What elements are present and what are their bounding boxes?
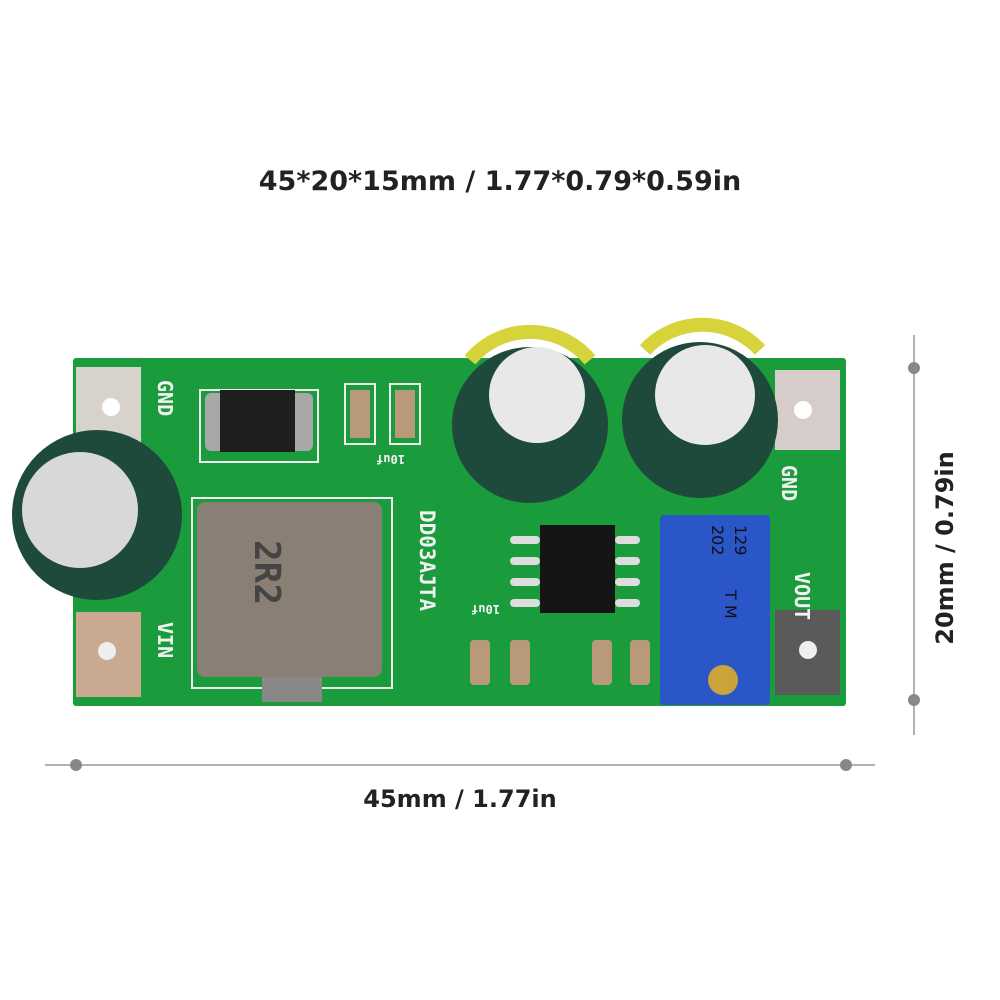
height-dimension-label: 20mm / 0.79in [931, 451, 959, 645]
trimmer-screw [708, 665, 738, 695]
pot-marking-2: 202 [708, 525, 727, 556]
silk-cap-bottom: 10uf [471, 602, 500, 616]
silk-gnd-right: GND [777, 465, 801, 501]
silk-vin: VIN [153, 622, 177, 658]
inductor [197, 502, 382, 677]
height-dimension-line [908, 335, 920, 735]
trimmer-potentiometer [660, 515, 770, 705]
pot-marking-1: 129 [731, 525, 750, 556]
diode [220, 390, 295, 452]
silk-cap-top: 10uf [376, 452, 405, 466]
silk-model: DD03AJTA [415, 510, 439, 612]
pcb-board: GND VIN GND VOUT DD03AJTA 10uf 10uf 2R2 … [12, 317, 846, 706]
dimensions-title: 45*20*15mm / 1.77*0.79*0.59in [258, 166, 742, 197]
width-dimension-label: 45mm / 1.77in [363, 785, 557, 813]
inductor-marking: 2R2 [246, 540, 287, 605]
capacitor-top-right [622, 317, 778, 498]
silk-gnd-left: GND [153, 380, 177, 416]
pot-marking-3: T M [721, 589, 740, 619]
capacitor-left [12, 430, 182, 600]
ic-chip [540, 525, 615, 613]
width-dimension-line [45, 759, 875, 771]
capacitor-top-middle [452, 324, 608, 503]
silk-vout: VOUT [790, 572, 814, 620]
